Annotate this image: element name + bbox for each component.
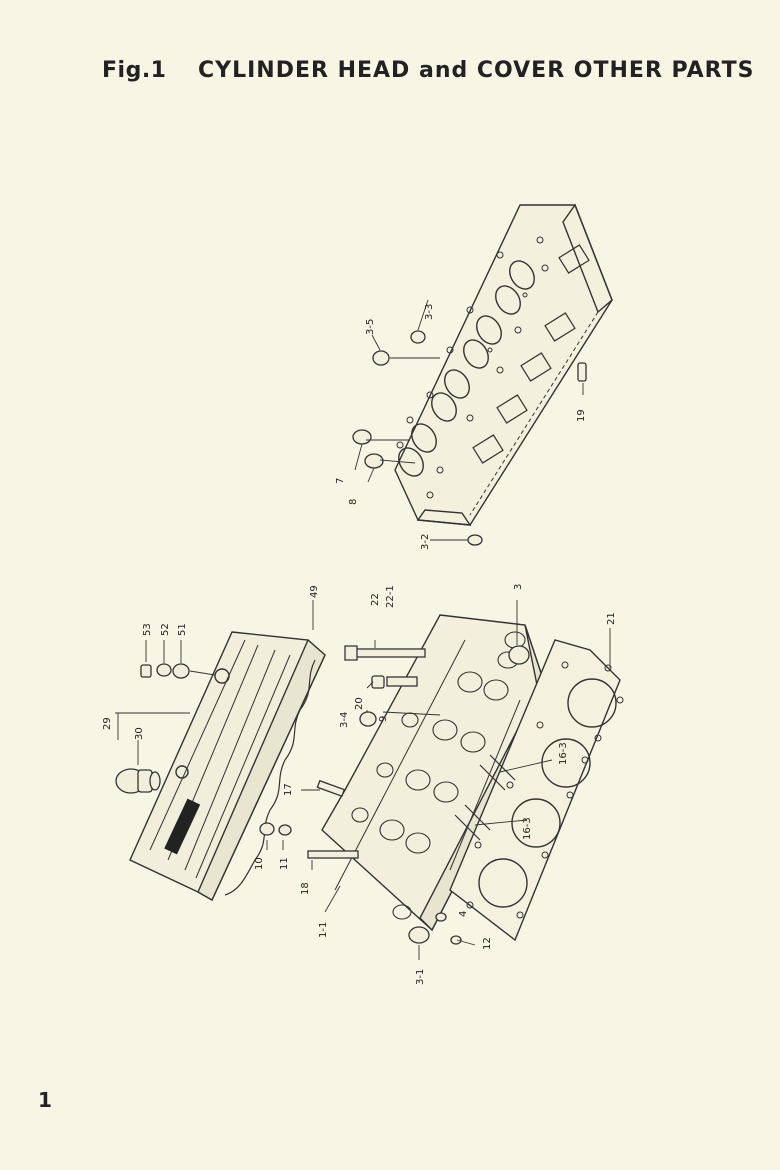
callout-3-1: 3-1 <box>415 969 426 985</box>
callout-4: 4 <box>458 911 469 917</box>
callout-17: 17 <box>283 783 294 796</box>
figure-number: Fig.1 <box>102 58 167 83</box>
callout-9: 9 <box>378 716 389 722</box>
upper-small-parts <box>352 330 587 546</box>
callout-21: 21 <box>606 612 617 625</box>
lower-leader-lines <box>301 600 611 960</box>
callout-53: 53 <box>142 623 153 636</box>
callout-10: 10 <box>254 857 265 870</box>
callout-52: 52 <box>160 623 171 636</box>
callout-8: 8 <box>348 499 359 505</box>
callout-3-5: 3-5 <box>365 319 376 335</box>
callout-7: 7 <box>335 478 346 484</box>
cover-fittings <box>115 663 292 836</box>
figure-header: Fig.1 CYLINDER HEAD and COVER OTHER PART… <box>102 58 753 98</box>
callout-3-3: 3-3 <box>424 304 435 320</box>
callout-18: 18 <box>300 882 311 895</box>
cylinder-head-studs <box>307 645 530 945</box>
callout-49: 49 <box>309 585 320 598</box>
callout-22: 22 <box>370 593 381 606</box>
callout-19: 19 <box>576 409 587 422</box>
upper-leader-lines <box>354 299 584 541</box>
callout-3-2: 3-2 <box>420 534 431 550</box>
figure-title: CYLINDER HEAD and COVER OTHER PARTS <box>198 58 755 83</box>
callout-11: 11 <box>279 857 290 870</box>
callout-20: 20 <box>354 697 365 710</box>
callout-3-4: 3-4 <box>339 712 350 728</box>
callout-labels: 3-3 3-5 19 7 8 3-2 53 52 51 49 22 22-1 3… <box>102 304 617 985</box>
callout-16-3-upper: 16-3 <box>558 742 569 765</box>
callout-22-1: 22-1 <box>385 585 396 608</box>
callout-51: 51 <box>177 623 188 636</box>
callout-1-1: 1-1 <box>318 922 329 938</box>
cover-leader-lines <box>115 600 314 850</box>
callout-16-3-lower: 16-3 <box>522 817 533 840</box>
callout-29: 29 <box>102 717 113 730</box>
callout-12: 12 <box>482 937 493 950</box>
cylinder-head-underside <box>394 203 613 526</box>
cylinder-head-cover <box>129 631 326 901</box>
page-number: 1 <box>38 1088 52 1112</box>
head-gasket <box>449 639 624 942</box>
callout-3: 3 <box>513 584 524 590</box>
callout-30: 30 <box>134 727 145 740</box>
